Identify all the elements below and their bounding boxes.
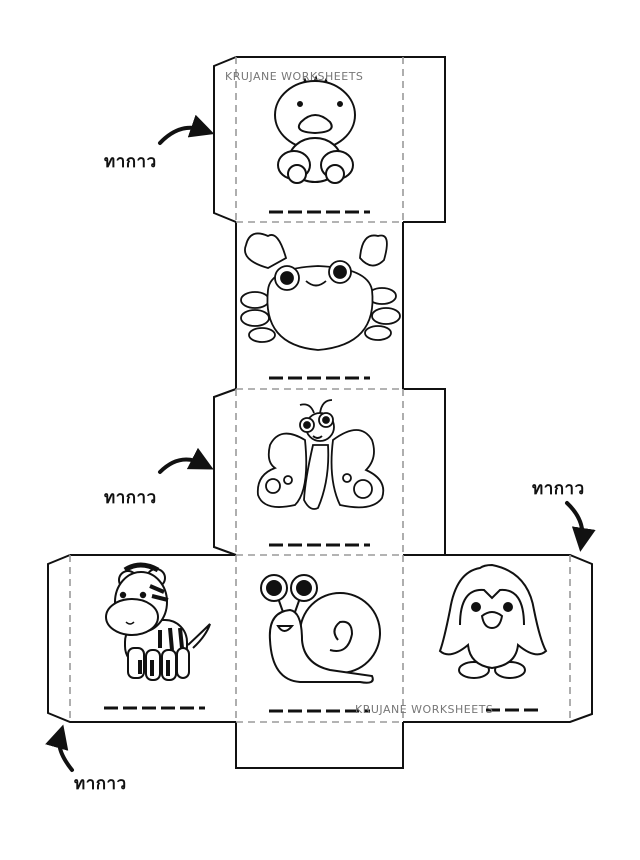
glue-label-middle-left: ทากาว [104,488,157,508]
butterfly-face-outline [213,388,446,556]
watermark-bottom: KRUJANE WORKSHEETS [355,703,494,716]
arrow-icon-right [565,501,596,552]
zebra-illustration [105,562,211,681]
arrow-icon-bottom-left [45,724,74,772]
arrow-icon-middle-left [158,447,214,474]
crab-face-outline [235,222,404,389]
glue-arrows [45,114,596,772]
duck-illustration [274,75,356,184]
glue-label-bottom-left: ทากาว [74,774,127,794]
top-face-outline [213,56,446,223]
glue-label-right: ทากาว [532,479,585,499]
bottom-tab-outline [235,722,404,769]
arrow-icon-top-left [158,114,215,145]
snail-illustration [260,574,381,684]
penguin-illustration [438,563,548,679]
fold-lines [69,57,571,723]
glue-label-top-left: ทากาว [104,152,157,172]
crab-illustration [240,232,401,351]
name-blanks [104,210,542,713]
butterfly-illustration [256,399,385,510]
watermark-top: KRUJANE WORKSHEETS [225,70,364,83]
